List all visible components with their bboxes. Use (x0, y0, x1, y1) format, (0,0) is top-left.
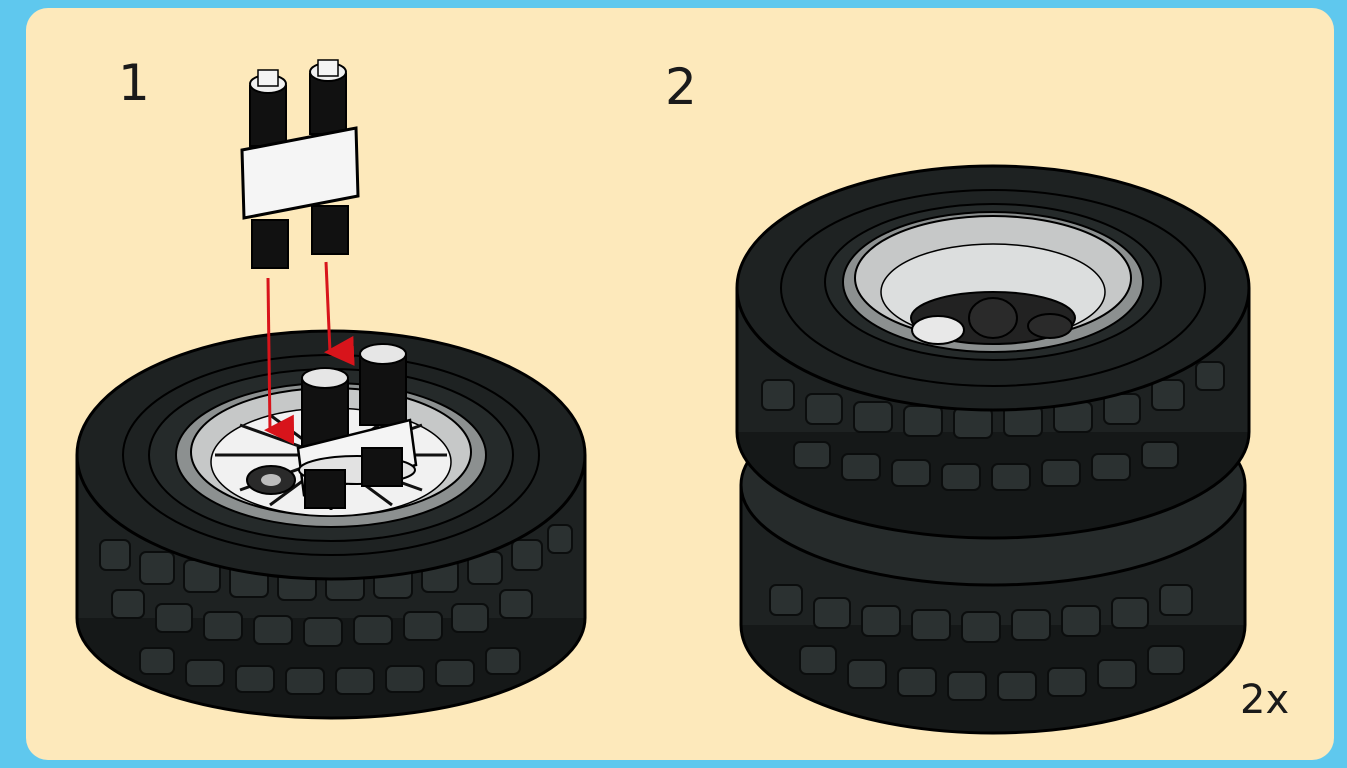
double-pin-connector-icon (242, 60, 358, 268)
step-1-wheel (77, 331, 585, 718)
wheel-rim-icon (843, 212, 1143, 352)
step-2-wheel-stack (737, 166, 1249, 733)
